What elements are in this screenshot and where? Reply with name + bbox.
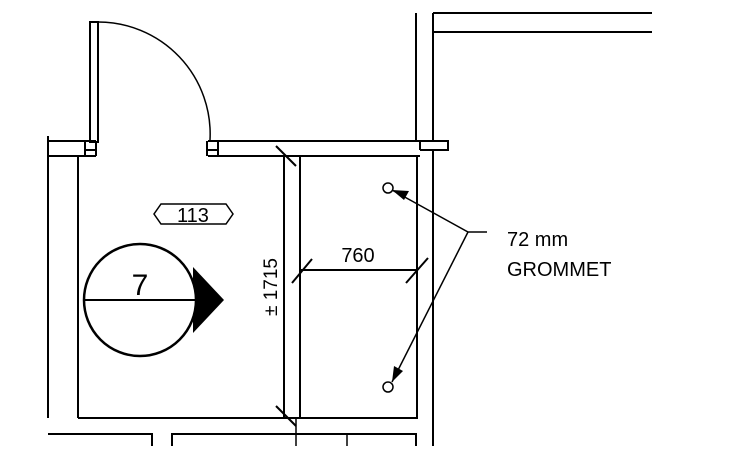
callout-line-1: 72 mm	[507, 229, 568, 251]
section-marker-label: 7	[132, 269, 149, 302]
walls	[47, 12, 652, 446]
grommet-bottom	[382, 381, 394, 393]
counter	[283, 156, 417, 446]
room-tag-label: 113	[177, 205, 209, 227]
width-dimension-label: 760	[341, 245, 374, 267]
depth-dimension: ± 1715	[261, 145, 297, 427]
section-marker: 7	[82, 242, 224, 358]
grommet-top	[382, 182, 394, 194]
room-tag: 113	[153, 203, 234, 227]
grommets	[382, 182, 394, 393]
grommet-callout: 72 mm GROMMET	[507, 229, 611, 281]
depth-dimension-label: ± 1715	[261, 258, 282, 316]
callout-line-2: GROMMET	[507, 259, 611, 281]
width-dimension: 760	[291, 245, 429, 284]
door	[84, 21, 219, 156]
grommet-leaders	[391, 189, 487, 383]
